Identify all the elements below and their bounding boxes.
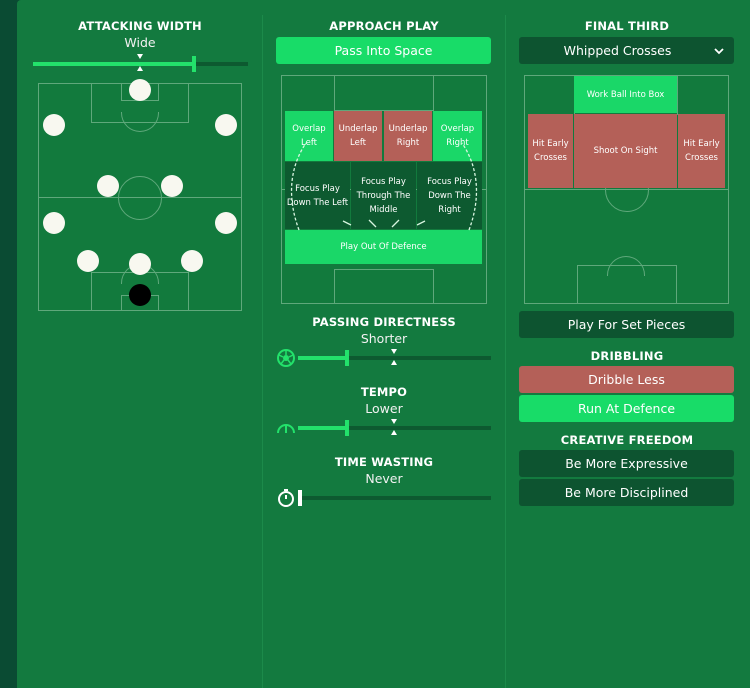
player-striker[interactable] (129, 79, 151, 101)
slider-fill (298, 356, 346, 360)
creative-freedom-title: CREATIVE FREEDOM (560, 433, 694, 447)
slider-marker-top (137, 54, 143, 59)
football-icon (277, 349, 295, 367)
player-left-wing-back[interactable] (43, 212, 65, 234)
run-at-defence-button[interactable]: Run At Defence (519, 395, 734, 422)
top-arc (121, 112, 159, 132)
slider-marker-bottom (391, 360, 397, 365)
bottom-arc (607, 256, 645, 276)
zone-focus-left[interactable]: Focus Play Down The Left (285, 162, 350, 229)
player-right-central-mid[interactable] (161, 175, 183, 197)
play-for-set-pieces-button[interactable]: Play For Set Pieces (519, 311, 734, 338)
approach-play-title: APPROACH PLAY (329, 19, 439, 33)
bottom-penalty-box (334, 269, 434, 303)
player-left-central-mid[interactable] (97, 175, 119, 197)
slider-track (298, 426, 491, 430)
player-centre-back[interactable] (129, 253, 151, 275)
slider-marker-top (391, 419, 397, 424)
slider-track (298, 356, 491, 360)
player-left-winger[interactable] (43, 114, 65, 136)
slider-marker-bottom (137, 66, 143, 71)
slider-marker-bottom (391, 430, 397, 435)
final-third-pitch (524, 75, 729, 304)
slider-fill (298, 426, 346, 430)
tempo-value: Lower (365, 401, 403, 416)
player-right-centre-back[interactable] (181, 250, 203, 272)
slider-handle[interactable] (345, 420, 349, 436)
formation-pitch (38, 83, 242, 311)
zone-focus-right[interactable]: Focus Play Down The Right (417, 162, 482, 229)
zone-work-ball-into-box[interactable]: Work Ball Into Box (574, 76, 677, 113)
dribbling-title: DRIBBLING (590, 349, 664, 363)
zone-underlap-right[interactable]: Underlap Right (384, 111, 432, 161)
final-third-title: FINAL THIRD (584, 19, 670, 33)
stopwatch-icon (278, 489, 294, 507)
zone-focus-middle[interactable]: Focus Play Through The Middle (351, 162, 416, 229)
player-left-centre-back[interactable] (77, 250, 99, 272)
zone-overlap-left[interactable]: Overlap Left (285, 111, 333, 161)
final-third-dropdown[interactable]: Whipped Crosses (519, 37, 734, 64)
tempo-title: TEMPO (360, 385, 408, 399)
speedometer-icon (277, 424, 295, 434)
slider-handle[interactable] (298, 490, 302, 506)
column-divider-left (262, 15, 263, 688)
be-more-expressive-button[interactable]: Be More Expressive (519, 450, 734, 477)
player-right-wing-back[interactable] (215, 212, 237, 234)
slider-handle[interactable] (192, 56, 196, 72)
slider-fill (33, 62, 195, 66)
be-more-disciplined-button[interactable]: Be More Disciplined (519, 479, 734, 506)
time-wasting-value: Never (365, 471, 403, 486)
slider-handle[interactable] (345, 350, 349, 366)
zone-hit-early-crosses-right[interactable]: Hit Early Crosses (678, 114, 725, 188)
attacking-width-value: Wide (124, 35, 156, 50)
slider-track (298, 496, 491, 500)
approach-arrows-icon (290, 142, 478, 231)
zone-overlap-right[interactable]: Overlap Right (433, 111, 482, 161)
zone-hit-early-crosses-left[interactable]: Hit Early Crosses (528, 114, 573, 188)
zone-shoot-on-sight[interactable]: Shoot On Sight (574, 114, 677, 188)
zone-underlap-left[interactable]: Underlap Left (334, 111, 382, 161)
attacking-width-title: ATTACKING WIDTH (78, 19, 202, 33)
slider-marker-top (391, 349, 397, 354)
dribble-less-button[interactable]: Dribble Less (519, 366, 734, 393)
passing-directness-value: Shorter (360, 331, 408, 346)
player-goalkeeper[interactable] (129, 284, 151, 306)
time-wasting-title: TIME WASTING (334, 455, 434, 469)
player-right-winger[interactable] (215, 114, 237, 136)
final-third-dropdown-value: Whipped Crosses (563, 43, 672, 58)
passing-directness-title: PASSING DIRECTNESS (312, 315, 456, 329)
top-penalty-box (334, 76, 434, 111)
zone-play-out-of-defence[interactable]: Play Out Of Defence (285, 230, 482, 264)
chevron-down-icon (714, 48, 724, 55)
center-circle (118, 176, 162, 220)
column-divider-right (505, 15, 506, 688)
approach-play-selected-button[interactable]: Pass Into Space (276, 37, 491, 64)
